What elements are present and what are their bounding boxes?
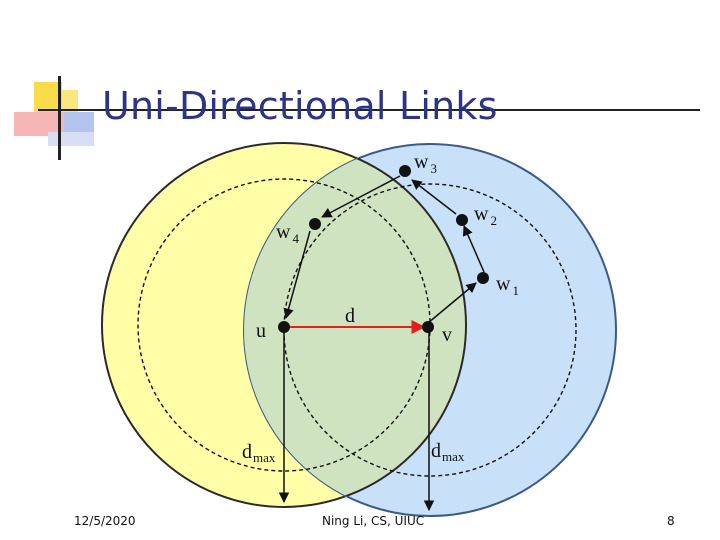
arrow-w2-w3 [411, 179, 457, 215]
node-v [422, 321, 434, 333]
label-dmax-v: dmax [431, 440, 465, 464]
node-u [278, 321, 290, 333]
footer-author: Ning Li, CS, UIUC [322, 514, 425, 528]
node-w3 [399, 165, 411, 177]
arrow-w1-w2 [462, 225, 485, 273]
slide-title: Uni-Directional Links [102, 84, 498, 128]
label-v: v [442, 324, 452, 346]
arrow-v-w1 [427, 282, 477, 324]
footer-date: 12/5/2020 [74, 514, 136, 528]
label-d: d [345, 305, 355, 327]
node-w2 [456, 214, 468, 226]
label-u: u [256, 320, 266, 342]
arrow-w3-w4 [321, 175, 401, 218]
label-dmax-u: dmax [242, 441, 276, 465]
arrow-w4-u [283, 230, 311, 320]
node-w1 [477, 272, 489, 284]
page-number: 8 [667, 514, 675, 528]
node-w4 [309, 218, 321, 230]
